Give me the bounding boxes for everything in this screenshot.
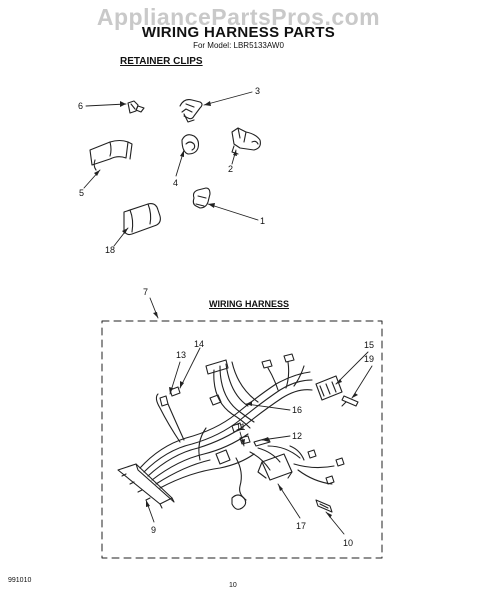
page-number: 10 [229,582,237,589]
page-title: WIRING HARNESS PARTS [141,24,336,41]
retainer-arrowheads [94,101,237,234]
watermark-text: AppliancePartsPros.com [96,4,381,30]
callout-10: 10 [343,538,354,548]
part-3-retainer-clip [179,99,203,123]
callout-2: 2 [228,164,234,174]
callout-16: 16 [292,405,303,415]
part-18-retainer-clip [123,203,161,236]
part-6-retainer-clip [127,100,145,114]
callout-18: 18 [105,245,116,255]
callout-9: 9 [151,525,157,535]
model-line: For Model: LBR5133AW0 [193,41,284,50]
callout-3: 3 [255,86,261,96]
callout-17: 17 [296,521,307,531]
part-2-retainer-clip [231,127,261,155]
callout-11: 11 [236,422,246,432]
harness-arrowheads [146,379,358,518]
callout-14: 14 [194,339,205,349]
section-heading-wiring-harness: WIRING HARNESS [209,299,290,309]
callout-5: 5 [79,188,85,198]
callout-6: 6 [78,101,84,111]
section-heading-retainer-clips: RETAINER CLIPS [120,56,203,67]
callout-12: 12 [292,431,303,441]
harness-wire-bundle [139,361,335,501]
callout-7: 7 [143,287,149,297]
harness-connectors [159,353,345,510]
part-10-terminal [315,499,333,513]
callout-15: 15 [364,340,375,350]
callout-4: 4 [173,178,179,188]
part-19-terminal [341,395,359,407]
callout-1: 1 [260,216,266,226]
main-harness-connector [117,463,175,509]
callout-13: 13 [176,350,187,360]
callout-19: 19 [364,354,375,364]
part-5-retainer-clip [89,139,133,171]
harness-7-leader [149,297,159,319]
harness-dashed-boundary [101,320,383,559]
footer-code: 991010 [8,577,32,584]
part-4-retainer-clip [181,134,200,155]
part-1-retainer-clip [192,187,211,209]
